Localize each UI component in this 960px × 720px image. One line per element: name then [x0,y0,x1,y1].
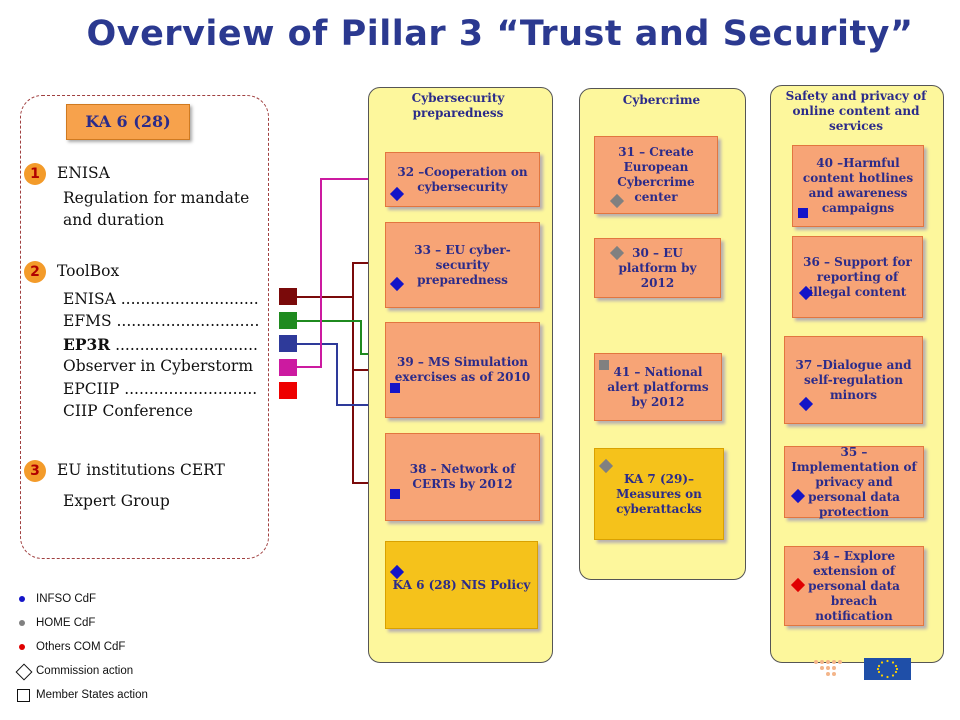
connector-ep3r [297,343,377,406]
legend-infso: INFSO CdF [36,593,97,605]
toolbox-observer: Observer in Cyberstorm [63,357,254,375]
member-states-action-marker [390,489,400,499]
column-header-cybercrime: Cybercrime [622,93,701,107]
ep3r-label: EP3R [63,335,111,354]
efms-color-square [279,312,297,329]
column-header-safety: Safety and privacy of online content and… [785,89,927,133]
number-badge-2: 2 [24,261,46,283]
toolbox-enisa: ENISA ............................ [63,290,259,308]
box-39-ms-simulation: 39 – MS Simulation exercises as of 2010 [385,322,540,418]
box-38-network-certs: 38 – Network of CERTs by 2012 [385,433,540,521]
box-34-breach-notification: 34 – Explore extension of personal data … [784,546,924,626]
ep3r-dots: ............................. [110,336,258,354]
legend-home: HOME CdF [36,617,96,629]
toolbox-ciip: CIIP Conference [63,402,193,420]
member-states-action-marker [599,360,609,370]
expert-group: Expert Group [63,492,170,510]
infso-dot [19,596,25,602]
enisa-heading: ENISA [57,164,110,182]
connector-observer [297,178,377,368]
toolbox-ep3r: EP3R ............................. [63,335,271,354]
page-title: Overview of Pillar 3 “Trust and Security… [86,14,914,54]
observer-color-square [279,359,297,376]
number-badge-1: 1 [24,163,46,185]
box-40-harmful-content: 40 –Harmful content hotlines and awarene… [792,145,924,227]
connector-enisa [297,262,377,298]
box-ka7-cyberattacks: KA 7 (29)– Measures on cyberattacks [594,448,724,540]
eu-flag-icon [864,658,911,680]
toolbox-epciip: EPCIIP ........................... [63,380,258,398]
home-dot [19,620,25,626]
ka6-tag: KA 6 (28) [66,104,190,140]
left-panel [20,95,269,559]
number-badge-3: 3 [24,460,46,482]
legend-others: Others COM CdF [36,641,126,653]
others-dot [19,644,25,650]
member-states-action-marker [798,208,808,218]
box-ka6-nis-policy: KA 6 (28) NIS Policy [385,541,538,629]
box-36-support-reporting: 36 – Support for reporting of illegal co… [792,236,923,318]
toolbox-heading: ToolBox [57,262,120,280]
box-35-privacy-protection: 35 – Implementation of privacy and perso… [784,445,924,519]
member-states-action-marker [390,383,400,393]
legend-commission: Commission action [36,665,134,677]
ep3r-color-square [279,335,297,352]
regulation-line-1: Regulation for mandate [63,189,250,207]
eu-cert-heading: EU institutions CERT [57,461,225,479]
regulation-line-2: and duration [63,211,165,229]
box-30-eu-platform: 30 – EU platform by 2012 [594,238,721,298]
epciip-color-square [279,382,297,399]
toolbox-efms: EFMS ............................. [63,312,260,330]
box-32-cooperation: 32 –Cooperation on cybersecurity [385,152,540,207]
box-41-national-alert: 41 – National alert platforms by 2012 [594,353,722,421]
box-33-eu-cyber-security: 33 – EU cyber-security preparedness [385,222,540,308]
enisa-color-square [279,288,297,305]
box-31-cybercrime-center: 31 – Create European Cybercrime center [594,136,718,214]
member-states-square-icon [17,689,30,702]
column-header-cybersecurity: Cybersecurity preparedness [411,91,505,120]
legend-member: Member States action [36,689,148,701]
decorative-dots [814,660,842,676]
